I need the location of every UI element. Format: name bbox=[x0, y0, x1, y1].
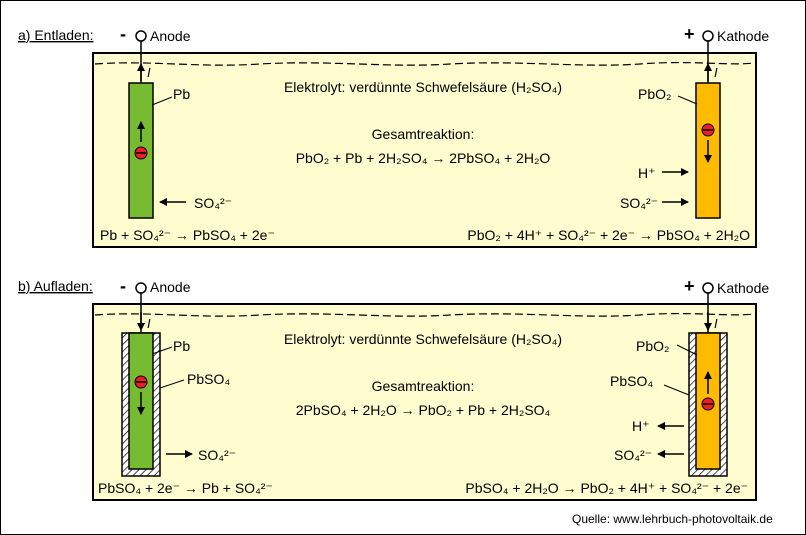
electrolyte-label: Elektrolyt: verdünnte Schwefelsäure (H₂S… bbox=[284, 79, 562, 95]
h-plus-label: H⁺ bbox=[632, 418, 650, 434]
electrolyte-surface bbox=[94, 61, 755, 66]
panel-charge: b) Aufladen: - Anode I Pb PbSO₄ SO₄²⁻ El… bbox=[18, 276, 769, 501]
pbso4-label-right: PbSO₄ bbox=[610, 373, 653, 389]
total-reaction-equation: PbO₂ + Pb + 2H₂SO₄ → 2PbSO₄ + 2H₂O bbox=[296, 150, 551, 166]
half-reaction-anode: PbSO₄ + 2e⁻ → Pb + SO₄²⁻ bbox=[98, 480, 273, 496]
pbo2-label: PbO₂ bbox=[638, 86, 671, 102]
anode-label: Anode bbox=[150, 279, 191, 295]
so4-label-left: SO₄²⁻ bbox=[198, 447, 236, 463]
current-label-cathode: I bbox=[714, 65, 718, 80]
anode-terminal-icon bbox=[135, 282, 147, 294]
total-reaction-title: Gesamtreaktion: bbox=[372, 378, 475, 394]
source-credit: Quelle: www.lehrbuch-photovoltaik.de bbox=[572, 512, 773, 526]
pb-leader bbox=[151, 346, 173, 355]
anode-label: Anode bbox=[150, 28, 191, 44]
half-reaction-cathode: PbO₂ + 4H⁺ + SO₄²⁻ + 2e⁻ → PbSO₄ + 2H₂O bbox=[467, 227, 750, 243]
pb-label: Pb bbox=[173, 338, 190, 354]
electrolyte-surface bbox=[94, 312, 755, 317]
current-label-anode: I bbox=[147, 316, 151, 331]
pbo2-leader bbox=[676, 344, 698, 356]
pb-label: Pb bbox=[173, 86, 190, 102]
cathode-label: Kathode bbox=[717, 28, 769, 44]
current-label-anode: I bbox=[147, 65, 151, 80]
cathode-terminal-icon bbox=[702, 282, 714, 294]
minus-sign: - bbox=[120, 276, 126, 296]
electrolyte-tank bbox=[92, 303, 757, 501]
total-reaction-equation: 2PbSO₄ + 2H₂O → PbO₂ + Pb + 2H₂SO₄ bbox=[296, 402, 551, 418]
so4-label-right: SO₄²⁻ bbox=[620, 195, 658, 211]
panel-b-label: b) Aufladen: bbox=[18, 278, 93, 294]
pbo2-leader bbox=[677, 95, 698, 105]
pbso4-leader-right bbox=[663, 384, 690, 396]
pbso4-leader-left bbox=[159, 379, 185, 389]
current-label-cathode: I bbox=[714, 316, 718, 331]
electrolyte-label: Elektrolyt: verdünnte Schwefelsäure (H₂S… bbox=[284, 331, 562, 347]
plus-sign: + bbox=[684, 276, 695, 296]
pb-leader bbox=[151, 96, 173, 106]
pbo2-label: PbO₂ bbox=[636, 338, 669, 354]
half-reaction-cathode: PbSO₄ + 2H₂O → PbO₂ + 4H⁺ + SO₄²⁻ + 2e⁻ bbox=[465, 480, 748, 496]
panel-a-label: a) Entladen: bbox=[18, 27, 94, 43]
total-reaction-title: Gesamtreaktion: bbox=[372, 126, 475, 142]
anode-terminal-icon bbox=[135, 30, 147, 42]
cathode-terminal-icon bbox=[702, 30, 714, 42]
h-plus-label: H⁺ bbox=[638, 165, 656, 181]
cathode-label: Kathode bbox=[717, 280, 769, 296]
half-reaction-anode: Pb + SO₄²⁻ → PbSO₄ + 2e⁻ bbox=[100, 227, 275, 243]
so4-label-left: SO₄²⁻ bbox=[194, 195, 232, 211]
pbso4-label-left: PbSO₄ bbox=[187, 371, 230, 387]
minus-sign: - bbox=[120, 24, 126, 44]
electrolyte-tank bbox=[92, 52, 757, 248]
plus-sign: + bbox=[684, 24, 695, 44]
so4-label-right: SO₄²⁻ bbox=[614, 447, 652, 463]
panel-discharge: a) Entladen: - Anode I Pb SO₄²⁻ Elektrol… bbox=[18, 24, 769, 248]
